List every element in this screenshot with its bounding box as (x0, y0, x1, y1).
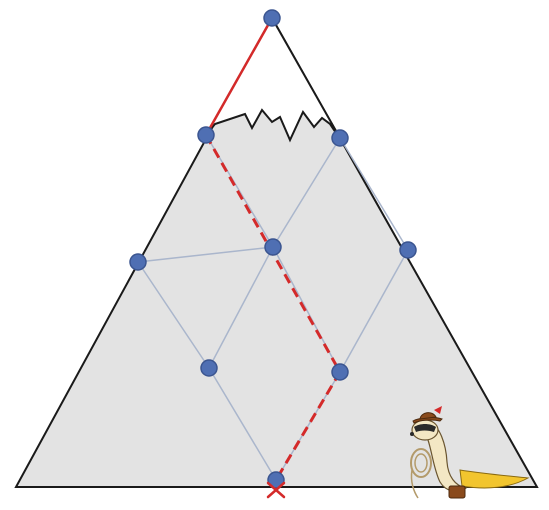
node (130, 254, 146, 270)
weasel-nose (410, 432, 414, 436)
node-summit (264, 10, 280, 26)
node (265, 239, 281, 255)
node (201, 360, 217, 376)
node (400, 242, 416, 258)
node (198, 127, 214, 143)
node (332, 130, 348, 146)
node (332, 364, 348, 380)
weasel-boot (449, 486, 465, 498)
